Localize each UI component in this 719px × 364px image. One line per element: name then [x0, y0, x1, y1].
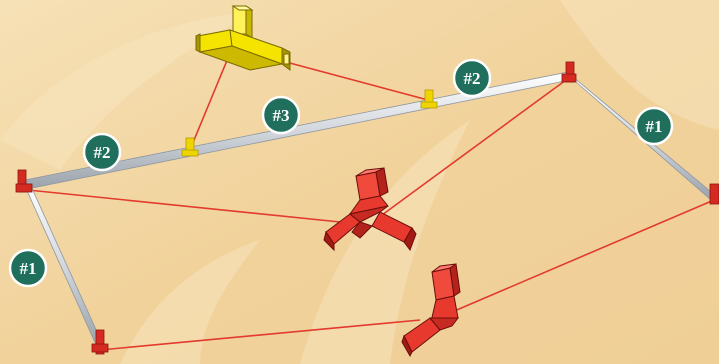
small-yellow-fittings: [181, 89, 438, 157]
red-fitting-front-left-base: [91, 343, 109, 353]
leader-line-back-right-corner-to-three-way: [381, 79, 567, 216]
red-fitting-back-left-base: [15, 183, 33, 193]
red-fitting-front-left: [95, 329, 105, 355]
badge-back-left-segment: #2: [82, 132, 122, 172]
badge-right-side-label: #1: [646, 117, 663, 136]
leader-line-t-to-right-fitting: [285, 61, 429, 101]
yellow-fitting-right-base: [420, 101, 438, 109]
badge-back-left-segment-label: #2: [94, 143, 111, 162]
leader-line-front-left-bottom-to-corner: [99, 319, 421, 351]
badge-back-center-segment-label: #3: [273, 106, 290, 125]
leader-line-t-to-left-fitting: [191, 57, 229, 146]
leader-line-front-left-corner-to-three-way: [27, 189, 341, 223]
corner-connector-icon: [401, 263, 461, 358]
badge-back-right-segment: #2: [452, 58, 492, 98]
badge-left-side: #1: [8, 248, 48, 288]
red-fitting-front-right: [709, 183, 719, 205]
badge-right-side: #1: [634, 106, 674, 146]
three-way-connector-icon: [323, 167, 417, 252]
yellow-fitting-left-base: [181, 149, 199, 157]
badge-back-center-segment: #3: [261, 95, 301, 135]
badge-back-right-segment-label: #2: [464, 69, 481, 88]
leader-lines: [27, 57, 715, 351]
leader-line-front-right-to-corner: [451, 199, 715, 313]
red-fitting-back-right-base: [561, 73, 577, 83]
t-connector-icon: [195, 5, 291, 71]
badge-left-side-label: #1: [20, 259, 37, 278]
small-red-fittings: [15, 61, 719, 355]
